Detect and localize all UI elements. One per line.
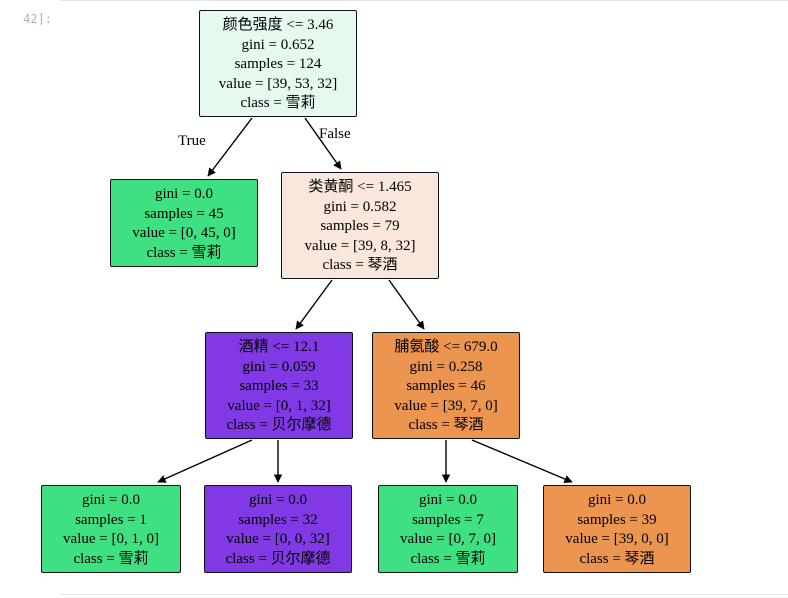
tree-node-leaf-sherry-1[interactable]: gini = 0.0 samples = 1 value = [0, 1, 0]… [41,485,181,573]
node-class: class = 琴酒 [322,257,398,273]
node-samples: samples = 39 [577,511,657,528]
edge-n0-n2 [304,117,342,170]
node-value: value = [0, 0, 32] [226,531,330,547]
notebook-bottom-rule [60,594,788,595]
node-samples: samples = 46 [406,378,486,394]
node-class: class = 雪莉 [146,244,222,261]
node-condition: 颜色强度 <= 3.46 [222,17,334,33]
node-value: value = [0, 45, 0] [132,225,236,241]
tree-node-leaf-sherry-7[interactable]: gini = 0.0 samples = 7 value = [0, 7, 0]… [378,485,518,573]
tree-node-flavanoids[interactable]: 类黄酮 <= 1.465 gini = 0.582 samples = 79 v… [281,172,439,279]
node-gini: gini = 0.0 [418,492,478,508]
node-value: value = [0, 7, 0] [400,531,496,547]
tree-node-leaf-vermouth-32[interactable]: gini = 0.0 samples = 32 value = [0, 0, 3… [204,485,352,573]
notebook-cell-label: 42]: [23,12,52,26]
tree-node-root[interactable]: 颜色强度 <= 3.46 gini = 0.652 samples = 124 … [199,10,357,117]
node-value: value = [0, 1, 32] [227,397,331,414]
edge-n2-n4 [388,279,425,330]
node-value: value = [39, 8, 32] [304,237,416,254]
edge-label-false: False [319,126,351,142]
node-class: class = 贝尔摩德 [225,550,331,567]
node-class: class = 贝尔摩德 [226,417,332,433]
node-condition: 脯氨酸 <= 679.0 [394,339,498,355]
edge-n3-n5 [157,439,253,483]
node-samples: samples = 124 [234,56,322,72]
node-gini: gini = 0.059 [242,358,316,375]
node-value: value = [39, 53, 32] [218,75,338,92]
node-class: class = 雪莉 [73,550,149,567]
node-gini: gini = 0.0 [587,492,647,508]
node-class: class = 雪莉 [240,95,316,111]
tree-node-proline[interactable]: 脯氨酸 <= 679.0 gini = 0.258 samples = 46 v… [372,332,520,439]
node-value: value = [39, 7, 0] [394,397,498,414]
node-gini: gini = 0.0 [154,186,214,202]
notebook-top-rule [60,0,788,1]
node-gini: gini = 0.258 [409,358,483,375]
edge-n0-n1 [207,117,253,177]
node-samples: samples = 7 [412,511,484,528]
tree-node-leaf-gin-39[interactable]: gini = 0.0 samples = 39 value = [39, 0, … [543,485,691,573]
node-value: value = [0, 1, 0] [63,531,159,547]
node-samples: samples = 32 [238,511,318,528]
node-value: value = [39, 0, 0] [565,531,669,547]
node-gini: gini = 0.0 [248,492,308,508]
node-samples: samples = 33 [239,378,319,394]
node-samples: samples = 45 [144,205,224,222]
node-class: class = 琴酒 [579,550,655,567]
node-gini: gini = 0.652 [241,36,315,53]
edge-n4-n8 [471,439,573,483]
edge-n2-n3 [295,279,333,330]
node-condition: 类黄酮 <= 1.465 [308,179,412,195]
node-samples: samples = 79 [320,218,400,234]
node-gini: gini = 0.582 [323,198,397,215]
tree-node-alcohol[interactable]: 酒精 <= 12.1 gini = 0.059 samples = 33 val… [205,332,353,439]
node-gini: gini = 0.0 [81,492,141,508]
node-class: class = 琴酒 [408,417,484,433]
node-samples: samples = 1 [75,511,147,528]
tree-node-leaf-sherry-45[interactable]: gini = 0.0 samples = 45 value = [0, 45, … [110,179,258,267]
node-condition: 酒精 <= 12.1 [238,339,320,355]
node-class: class = 雪莉 [410,550,486,567]
edge-label-true: True [178,133,206,149]
